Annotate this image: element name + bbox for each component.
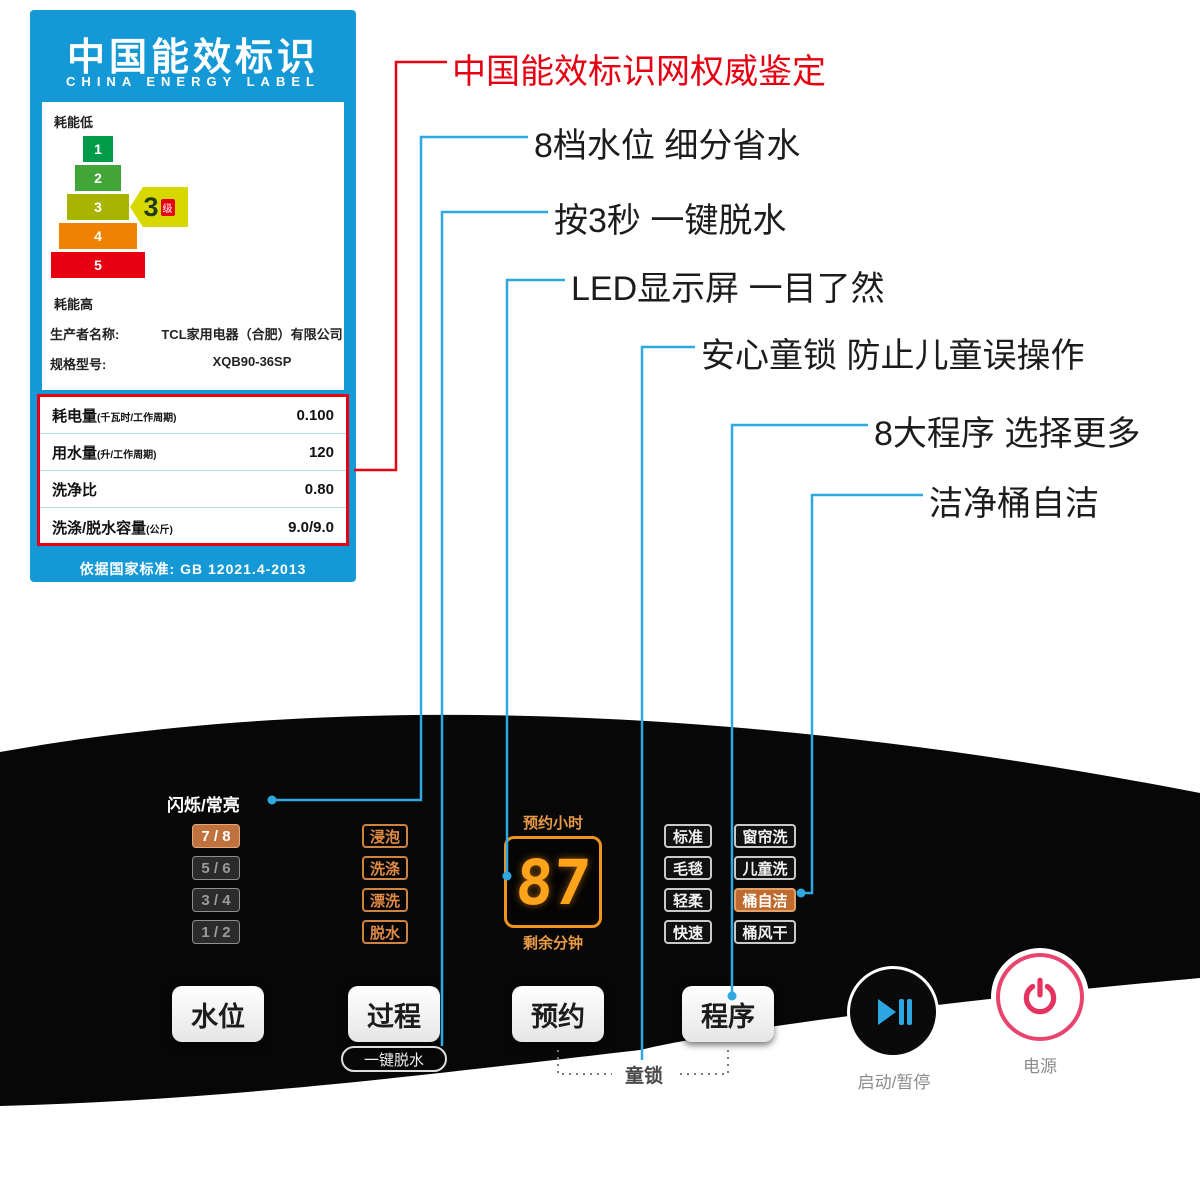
program-curtain: 窗帘洗 — [734, 824, 796, 848]
national-standard-footer: 依据国家标准: GB 12021.4-2013 — [79, 561, 307, 577]
start-pause-label: 启动/暂停 — [857, 1073, 931, 1092]
program-quick: 快速 — [664, 920, 712, 944]
row-name: 用水量 — [52, 444, 98, 462]
model-row: 规格型号: XQB90-36SP — [50, 354, 291, 373]
program-children: 儿童洗 — [734, 856, 796, 880]
callout-child-lock: 安心童锁 防止儿童误操作 — [701, 337, 1085, 375]
callout-authority: 中国能效标识网权威鉴定 — [452, 53, 826, 91]
callout-self-clean: 洁净桶自洁 — [929, 485, 1099, 523]
reserve-hours-label: 预约小时 — [522, 815, 583, 832]
efficiency-level-2: 2 — [75, 165, 121, 191]
process-rinse: 漂洗 — [362, 888, 408, 912]
energy-label-title: 中国能效标识 — [66, 37, 319, 79]
blink-steady-label: 闪烁/常亮 — [167, 796, 240, 815]
program-tub-dry: 桶风干 — [734, 920, 796, 944]
row-paren: (公斤) — [146, 524, 173, 536]
row-name: 洗净比 — [52, 481, 98, 499]
row-name: 耗电量 — [52, 407, 98, 425]
water-level-5-6: 5 / 6 — [192, 856, 240, 880]
low-consumption-label: 耗能低 — [54, 115, 94, 130]
row-name: 洗涤/脱水容量 — [52, 519, 147, 537]
model-label: 规格型号: — [50, 357, 107, 372]
efficiency-level-3: 3 — [67, 194, 129, 220]
power-icon — [1023, 977, 1057, 1015]
row-paren: (升/工作周期) — [97, 449, 157, 461]
program-button[interactable]: 程序 — [682, 986, 774, 1042]
start-pause-button[interactable] — [847, 966, 939, 1058]
row-paren: (千瓦时/工作周期) — [97, 412, 177, 424]
remaining-minutes-label: 剩余分钟 — [522, 935, 583, 952]
child-lock-label: 童锁 — [624, 1066, 663, 1087]
water-level-3-4: 3 / 4 — [192, 888, 240, 912]
callout-water-levels: 8档水位 细分省水 — [534, 127, 801, 165]
grade-3-badge: 3 级 — [130, 187, 188, 227]
grade-number: 3 — [143, 191, 159, 222]
process-button[interactable]: 过程 — [348, 986, 440, 1042]
reserve-button[interactable]: 预约 — [512, 986, 604, 1042]
grade-unit: 级 — [160, 198, 175, 216]
program-standard: 标准 — [664, 824, 712, 848]
power-label: 电源 — [1023, 1057, 1057, 1076]
one-key-spin-label: 一键脱水 — [341, 1046, 447, 1072]
water-level-1-2: 1 / 2 — [192, 920, 240, 944]
process-wash: 洗涤 — [362, 856, 408, 880]
led-digits: 87 — [513, 845, 593, 919]
process-soak: 浸泡 — [362, 824, 408, 848]
water-level-7-8: 7 / 8 — [192, 824, 240, 848]
water-level-button[interactable]: 水位 — [172, 986, 264, 1042]
efficiency-level-4: 4 — [59, 223, 137, 249]
callout-programs: 8大程序 选择更多 — [874, 415, 1141, 453]
play-pause-icon — [878, 999, 912, 1025]
efficiency-level-1: 1 — [83, 136, 113, 162]
efficiency-pyramid: 1 2 3 4 5 — [50, 136, 146, 281]
led-display: 87 — [504, 836, 602, 928]
model-value: XQB90-36SP — [212, 354, 292, 369]
callout-led-display: LED显示屏 一目了然 — [571, 270, 885, 308]
efficiency-level-5: 5 — [51, 252, 145, 278]
high-consumption-label: 耗能高 — [54, 297, 94, 312]
program-gentle: 轻柔 — [664, 888, 712, 912]
program-tub-clean: 桶自洁 — [734, 888, 796, 912]
power-button[interactable] — [996, 953, 1084, 1041]
callout-one-key-spin: 按3秒 一键脱水 — [554, 202, 787, 240]
producer-label: 生产者名称: — [50, 327, 120, 342]
energy-label-subtitle: CHINA ENERGY LABEL — [66, 74, 320, 89]
program-blanket: 毛毯 — [664, 856, 712, 880]
process-spin: 脱水 — [362, 920, 408, 944]
